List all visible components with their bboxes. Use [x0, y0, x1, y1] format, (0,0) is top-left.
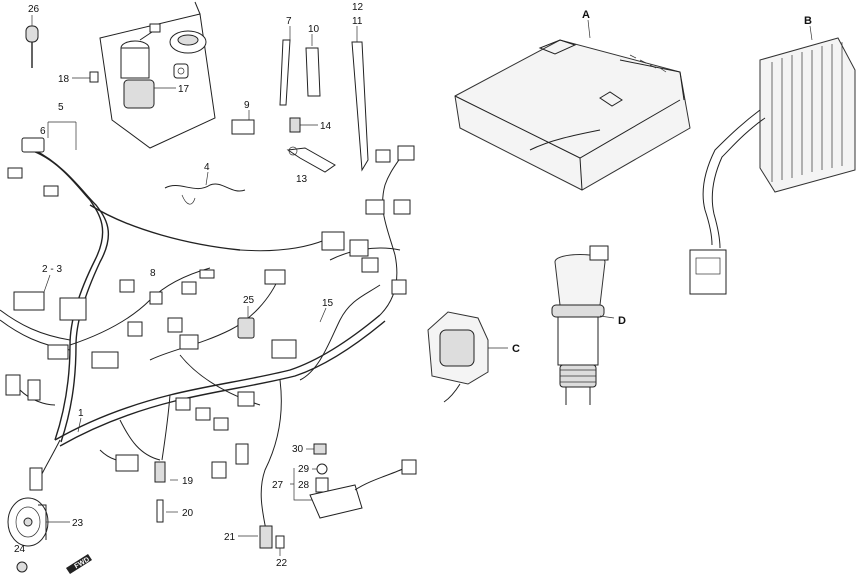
cable-tie-11 — [351, 41, 369, 172]
label-c: C — [512, 343, 520, 355]
coil-component-c — [427, 311, 508, 403]
sensor-21 — [259, 525, 273, 549]
callout-29: 29 — [298, 464, 310, 475]
callout-18: 18 — [58, 74, 70, 85]
switch-20 — [156, 499, 164, 523]
regulator-component-b — [689, 37, 856, 295]
callout-11: 11 — [352, 16, 363, 27]
clamp-set-4 — [164, 183, 246, 192]
spacer-28 — [315, 477, 329, 493]
callout-10: 10 — [308, 24, 320, 35]
callout-5: 5 — [58, 102, 64, 113]
bolt-14 — [289, 117, 301, 133]
sensor-19 — [154, 461, 166, 483]
fwd-arrow: FWD — [66, 554, 92, 574]
callout-30: 30 — [292, 444, 304, 455]
clamp-7 — [279, 39, 291, 106]
washer-29 — [316, 463, 328, 475]
ecu-component-a — [454, 39, 691, 191]
callout-14: 14 — [320, 121, 332, 132]
harness-connectors — [5, 137, 415, 491]
horn-23 — [7, 497, 49, 547]
callout-27: 27 — [272, 480, 284, 491]
bracket-9 — [231, 119, 255, 135]
callout-7: 7 — [286, 16, 292, 27]
callout-8: 8 — [150, 268, 156, 279]
callout-21: 21 — [224, 532, 236, 543]
sensor-bracket-27 — [309, 484, 363, 519]
bolt-30 — [313, 443, 327, 455]
callout-4: 4 — [204, 162, 210, 173]
callout-2-3: 2 - 3 — [42, 264, 62, 275]
callout-24: 24 — [14, 544, 26, 555]
callout-19: 19 — [182, 476, 194, 487]
callout-25: 25 — [243, 295, 255, 306]
relay-25 — [237, 317, 255, 339]
label-a: A — [582, 9, 590, 21]
screw-22 — [275, 535, 285, 549]
bolt-24 — [16, 561, 28, 573]
callout-12: 12 — [352, 2, 364, 13]
callout-20: 20 — [182, 508, 194, 519]
callout-13: 13 — [296, 174, 308, 185]
ignition-switch-kit — [99, 1, 216, 149]
callout-22: 22 — [276, 558, 288, 569]
screw-18 — [89, 71, 99, 83]
bracket-13 — [286, 147, 336, 173]
callout-1: 1 — [78, 408, 84, 419]
callout-28: 28 — [298, 480, 310, 491]
label-b: B — [804, 15, 812, 27]
callout-23: 23 — [72, 518, 84, 529]
clip-10 — [305, 47, 321, 97]
main-wiring-harness — [0, 149, 406, 531]
callout-6: 6 — [40, 126, 46, 137]
callout-9: 9 — [244, 100, 250, 111]
fwd-label: FWD — [74, 556, 91, 570]
key-part — [25, 15, 39, 68]
callout-17: 17 — [178, 84, 190, 95]
ignition-coil-component-d — [551, 245, 615, 405]
callout-26: 26 — [28, 4, 40, 15]
label-d: D — [618, 315, 626, 327]
callout-15: 15 — [322, 298, 334, 309]
